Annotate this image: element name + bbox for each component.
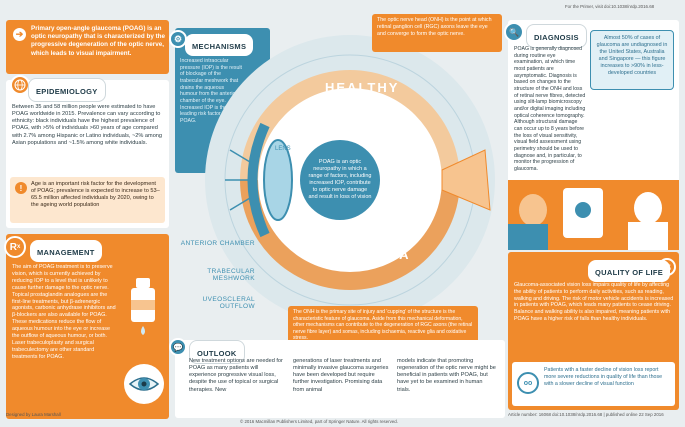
outlook-col-3: models indicate that promoting regenerat… [397,358,496,393]
age-note-box: ! Age is an important risk factor for th… [10,177,165,223]
designer-credit: Designed by Laura Marshall [6,412,61,417]
qol-note-box: oo Patients with a faster decline of vis… [512,362,675,406]
poag-bubble-text: POAG is an optic neuropathy in which a r… [308,159,372,200]
epidemiology-body: Between 35 and 58 million people were es… [12,104,163,146]
glasses-icon: oo [517,372,539,394]
intro-box: ➔ Primary open-angle glaucoma (POAG) is … [6,20,169,74]
healthy-label: HEALTHY [325,80,400,95]
intro-text: Primary open-angle glaucoma (POAG) is an… [31,25,166,57]
management-title: MANAGEMENT [37,248,95,257]
diagnosis-callout: Almost 50% of cases of glaucoma are undi… [590,30,674,90]
management-body: The aim of POAG treatment is to preserve… [12,264,116,360]
diagnosis-panel: 🔍 DIAGNOSIS POAG is generally diagnosed … [504,20,679,190]
article-info[interactable]: Article number: 16068 doi:10.1038/nrdp.2… [508,412,664,417]
epidemiology-title: EPIDEMIOLOGY [36,87,98,96]
exclamation-icon: ! [15,182,27,194]
chat-icon: 💬 [169,338,187,356]
outlook-col-1: New treatment options are needed for POA… [189,358,283,393]
quality-of-life-title: QUALITY OF LIFE [595,268,664,277]
outlook-panel: 💬 OUTLOOK New treatment options are need… [169,338,505,418]
mechanisms-title-tag: MECHANISMS [185,34,254,56]
diagnosis-title-tag: DIAGNOSIS [526,24,587,48]
outlook-col-2: generations of laser treatments and mini… [293,358,389,393]
quality-of-life-body: Glaucoma-associated vision loss impairs … [514,282,674,322]
diagnosis-body: POAG is generally diagnosed during routi… [514,46,586,172]
eye-icon [128,377,160,391]
anterior-chamber-label: ANTERIOR CHAMBER [180,240,255,247]
management-title-tag: MANAGEMENT [30,240,102,262]
quality-of-life-title-tag: QUALITY OF LIFE [588,260,671,282]
epidemiology-title-tag: EPIDEMIOLOGY [28,78,106,102]
trabecular-meshwork-label: TRABECULAR MESHWORK [207,268,255,282]
diagnosis-title: DIAGNOSIS [534,33,579,42]
eye-circle [124,364,164,404]
slit-lamp-illustration [508,180,679,250]
poag-bubble: POAG is an optic neuropathy in which a r… [300,140,380,220]
outlook-title: OUTLOOK [197,349,237,358]
qol-note-text: Patients with a faster decline of vision… [544,367,663,387]
quality-of-life-panel: ⚖ QUALITY OF LIFE Glaucoma-associated vi… [508,252,679,410]
lens-label: LENS [275,146,291,152]
primer-link[interactable]: For the Primer, visit doi:10.1038/nrdp.2… [565,4,655,9]
copyright: © 2016 Macmillan Publishers Limited, par… [240,419,398,424]
arrow-icon: ➔ [13,28,26,41]
epidemiology-panel: EPIDEMIOLOGY Between 35 and 58 million p… [6,75,169,228]
diagnosis-callout-text: Almost 50% of cases of glaucoma are undi… [596,35,668,76]
outlook-title-tag: OUTLOOK [189,340,245,364]
gear-icon: ⚙ [169,30,187,48]
mechanisms-body: Increased intraocular pressure (IOP) is … [180,58,242,124]
optic-nerve-box: The optic nerve head (ONH) is the point … [372,14,502,52]
uveoscleral-outflow-label: UVEOSCLERAL OUTFLOW [202,296,255,310]
age-note-text: Age is an important risk factor for the … [31,181,160,209]
mechanisms-title: MECHANISMS [192,42,247,51]
magnifier-icon: 🔍 [504,22,524,42]
globe-icon [10,75,30,95]
onh-damage-text: The ONH is the primary site of injury an… [293,309,473,342]
eyedrop-bottle-icon [131,278,155,335]
optic-nerve-text: The optic nerve head (ONH) is the point … [377,17,492,37]
glaucoma-label: GLAUCOMA [318,247,411,262]
